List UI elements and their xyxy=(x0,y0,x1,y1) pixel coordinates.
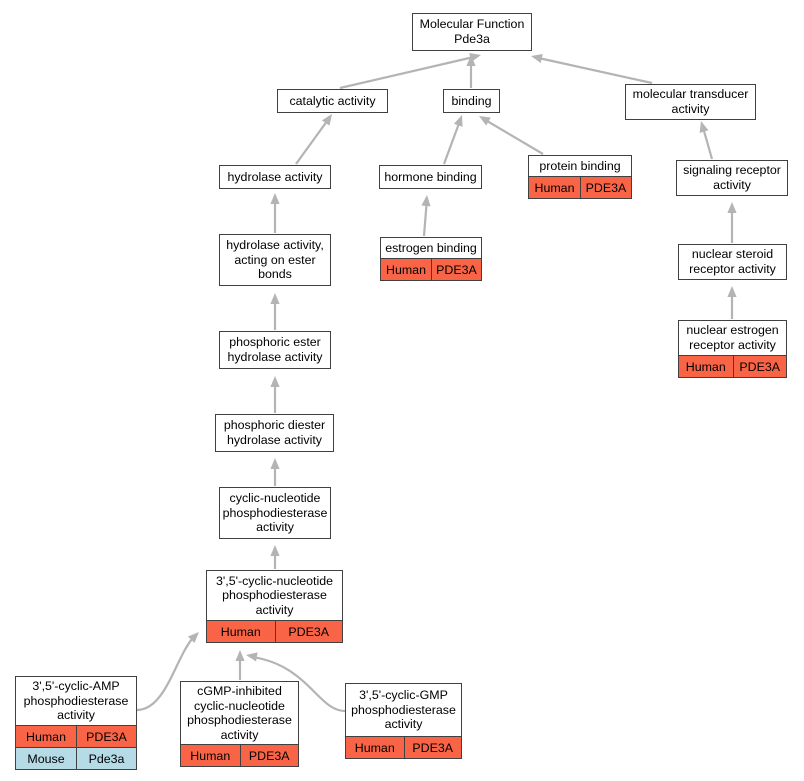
go-node-cgmp-inhibited-cyclic-nucleotide-phosphodiesterase-activity[interactable]: cGMP-inhibited cyclic-nucleotide phospho… xyxy=(180,681,299,767)
graph-edge-arrowhead xyxy=(270,376,280,387)
graph-edge-arrowhead xyxy=(421,195,431,207)
graph-edge xyxy=(442,117,463,165)
go-node-hydrolase-activity[interactable]: hydrolase activity xyxy=(219,165,331,189)
graph-edge-arrowhead xyxy=(187,632,199,644)
go-node-label: estrogen binding xyxy=(381,238,481,258)
go-node-label: phosphoric diester hydrolase activity xyxy=(216,415,333,451)
graph-edge-arrowhead xyxy=(270,458,280,469)
graph-edge-arrowhead xyxy=(270,293,280,304)
go-node-molecular-transducer-activity[interactable]: molecular transducer activity xyxy=(625,84,756,120)
species-cell[interactable]: Mouse xyxy=(16,748,76,769)
graph-edge xyxy=(481,117,544,155)
graph-edge-arrowhead xyxy=(469,52,481,62)
species-cell[interactable]: Human xyxy=(207,621,275,642)
graph-edge-arrowhead xyxy=(246,652,258,662)
go-node-hydrolase-activity-ester-bonds[interactable]: hydrolase activity, acting on ester bond… xyxy=(219,234,331,286)
graph-edge-arrowhead xyxy=(321,114,332,126)
go-node-hormone-binding[interactable]: hormone binding xyxy=(379,165,482,189)
go-node-cyclic-nucleotide-phosphodiesterase-activity[interactable]: cyclic-nucleotide phosphodiesterase acti… xyxy=(219,487,331,539)
graph-edge xyxy=(295,116,331,165)
graph-edge-arrowhead xyxy=(727,202,737,213)
graph-edge xyxy=(700,123,714,160)
graph-edge-arrowhead xyxy=(270,193,280,204)
gene-symbol-cell[interactable]: PDE3A xyxy=(580,177,631,198)
go-node-label: hormone binding xyxy=(380,166,481,188)
species-cell[interactable]: Human xyxy=(16,726,76,747)
go-node-label: hydrolase activity xyxy=(220,166,330,188)
gene-symbol-cell[interactable]: PDE3A xyxy=(274,621,342,642)
go-node-label: catalytic activity xyxy=(278,90,387,112)
graph-edge-arrowhead xyxy=(727,286,737,297)
species-cell[interactable]: Human xyxy=(381,259,431,280)
go-node-label: binding xyxy=(444,90,499,112)
go-node-cyclic-gmp-phosphodiesterase-activity[interactable]: 3',5'-cyclic-GMP phosphodiesterase activ… xyxy=(345,683,462,759)
gene-symbol-cell[interactable]: PDE3A xyxy=(239,745,298,766)
graph-edge-arrowhead xyxy=(453,115,463,127)
go-node-label: Molecular Function Pde3a xyxy=(413,14,531,50)
go-node-label: phosphoric ester hydrolase activity xyxy=(220,332,330,368)
gene-symbol-cell[interactable]: PDE3A xyxy=(76,726,136,747)
go-node-label: molecular transducer activity xyxy=(626,85,755,119)
go-node-phosphoric-diester-hydrolase-activity[interactable]: phosphoric diester hydrolase activity xyxy=(215,414,334,452)
go-node-label: nuclear estrogen receptor activity xyxy=(679,321,786,355)
species-cell[interactable]: Human xyxy=(346,737,404,758)
go-node-cyclic-amp-phosphodiesterase-activity[interactable]: 3',5'-cyclic-AMP phosphodiesterase activ… xyxy=(15,676,137,770)
graph-edge xyxy=(533,55,653,85)
go-node-nuclear-steroid-receptor-activity[interactable]: nuclear steroid receptor activity xyxy=(678,244,787,280)
graph-edge-arrowhead xyxy=(699,121,709,133)
graph-edge xyxy=(422,197,429,237)
go-node-label: 3',5'-cyclic-GMP phosphodiesterase activ… xyxy=(346,684,461,736)
gene-symbol-cell[interactable]: PDE3A xyxy=(431,259,481,280)
go-node-cyclic-nucleotide-35-phosphodiesterase-activity[interactable]: 3',5'-cyclic-nucleotide phosphodiesteras… xyxy=(206,570,343,643)
go-node-phosphoric-ester-hydrolase-activity[interactable]: phosphoric ester hydrolase activity xyxy=(219,331,331,369)
species-cell[interactable]: Human xyxy=(181,745,240,766)
go-node-signaling-receptor-activity[interactable]: signaling receptor activity xyxy=(676,160,788,196)
graph-edge-arrowhead xyxy=(235,650,245,661)
go-node-label: cGMP-inhibited cyclic-nucleotide phospho… xyxy=(181,682,298,745)
graph-edge xyxy=(339,54,479,90)
gene-symbol-cell[interactable]: PDE3A xyxy=(403,737,461,758)
go-node-label: hydrolase activity, acting on ester bond… xyxy=(220,235,330,285)
go-node-label: signaling receptor activity xyxy=(677,161,787,195)
go-node-root[interactable]: Molecular Function Pde3a xyxy=(412,13,532,51)
go-node-binding[interactable]: binding xyxy=(443,89,500,113)
go-node-catalytic-activity[interactable]: catalytic activity xyxy=(277,89,388,113)
go-node-label: 3',5'-cyclic-AMP phosphodiesterase activ… xyxy=(16,677,136,725)
graph-edge-arrowhead xyxy=(479,116,491,126)
gene-symbol-cell[interactable]: PDE3A xyxy=(732,356,786,377)
go-node-label: 3',5'-cyclic-nucleotide phosphodiesteras… xyxy=(207,571,342,620)
graph-edge-arrowhead xyxy=(466,55,476,66)
graph-edge-arrowhead xyxy=(531,53,543,63)
go-node-label: nuclear steroid receptor activity xyxy=(679,245,786,279)
graph-edge-arrowhead xyxy=(270,545,280,556)
gene-symbol-cell[interactable]: Pde3a xyxy=(76,748,136,769)
go-node-label: cyclic-nucleotide phosphodiesterase acti… xyxy=(220,488,330,538)
go-node-label: protein binding xyxy=(529,156,631,176)
species-cell[interactable]: Human xyxy=(679,356,733,377)
species-cell[interactable]: Human xyxy=(529,177,580,198)
